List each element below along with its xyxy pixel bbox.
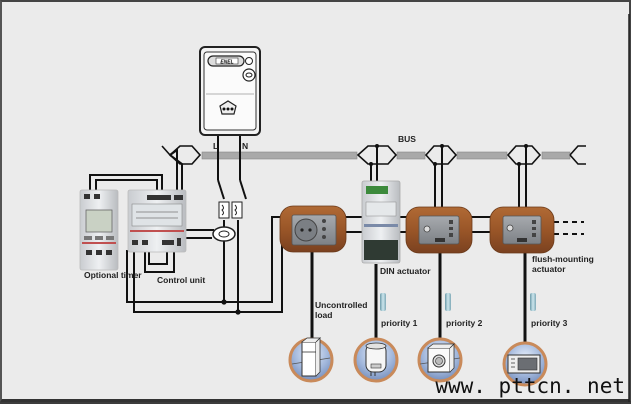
priority-3-label: priority 3 (531, 318, 568, 328)
energy-meter: ENEL (200, 47, 260, 135)
priority-sensor-3 (530, 293, 536, 311)
flush-actuator-1 (406, 207, 472, 253)
optional-timer (80, 190, 118, 270)
control-unit (128, 190, 186, 252)
flush-actuator-2 (490, 207, 554, 253)
uncontrolled-socket (280, 206, 346, 252)
bus-label: BUS (398, 134, 416, 144)
priority-2-label: priority 2 (446, 318, 483, 328)
uncontrolled-load-label-1: Uncontrolled (315, 300, 367, 310)
priority-sensor-2 (445, 293, 451, 311)
uncontrolled-load-label-2: load (315, 310, 332, 320)
flush-actuator-label-1: flush-mounting (532, 254, 594, 264)
refrigerator-load (290, 338, 332, 381)
priority-sensor-1 (380, 293, 386, 311)
priority-1-label: priority 1 (381, 318, 418, 328)
circuit-breaker (219, 202, 242, 218)
current-clamp (213, 227, 235, 241)
bus-cable (162, 144, 586, 166)
flush-actuator-label-2: actuator (532, 264, 566, 274)
din-actuator (362, 181, 400, 263)
meter-brand: ENEL (220, 60, 233, 66)
water-heater-load (355, 339, 397, 381)
continuation-lines (554, 222, 584, 234)
optional-timer-label: Optional timer (84, 270, 142, 280)
line-label: L (213, 141, 218, 151)
neutral-label: N (242, 141, 248, 151)
control-unit-label: Control unit (157, 275, 205, 285)
watermark: www. pttcn. net (435, 374, 625, 398)
din-actuator-label: DIN actuator (380, 266, 431, 276)
